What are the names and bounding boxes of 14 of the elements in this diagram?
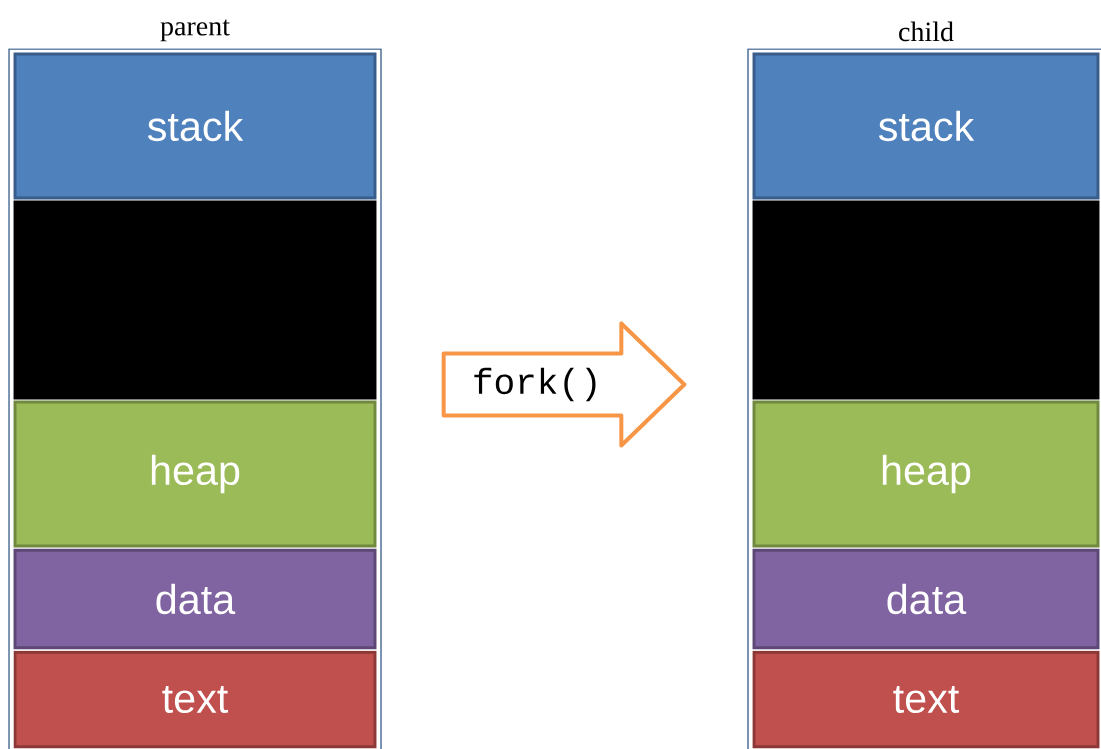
edge-label: fork() — [474, 367, 596, 402]
block-arrow — [441, 321, 687, 448]
memory-segment: stack — [752, 52, 1100, 200]
memory-segment: data — [13, 548, 377, 650]
node-label: child — [899, 21, 954, 42]
memory-segment: heap — [13, 400, 377, 548]
memory-segment: data — [752, 548, 1100, 650]
memory-segment: stack — [13, 52, 377, 200]
empty-band — [752, 200, 1100, 400]
empty-band — [13, 200, 377, 400]
memory-segment: text — [752, 650, 1100, 749]
memory-segment: text — [13, 650, 377, 749]
memory-segment: heap — [752, 400, 1100, 548]
node-label: parent — [160, 19, 230, 42]
